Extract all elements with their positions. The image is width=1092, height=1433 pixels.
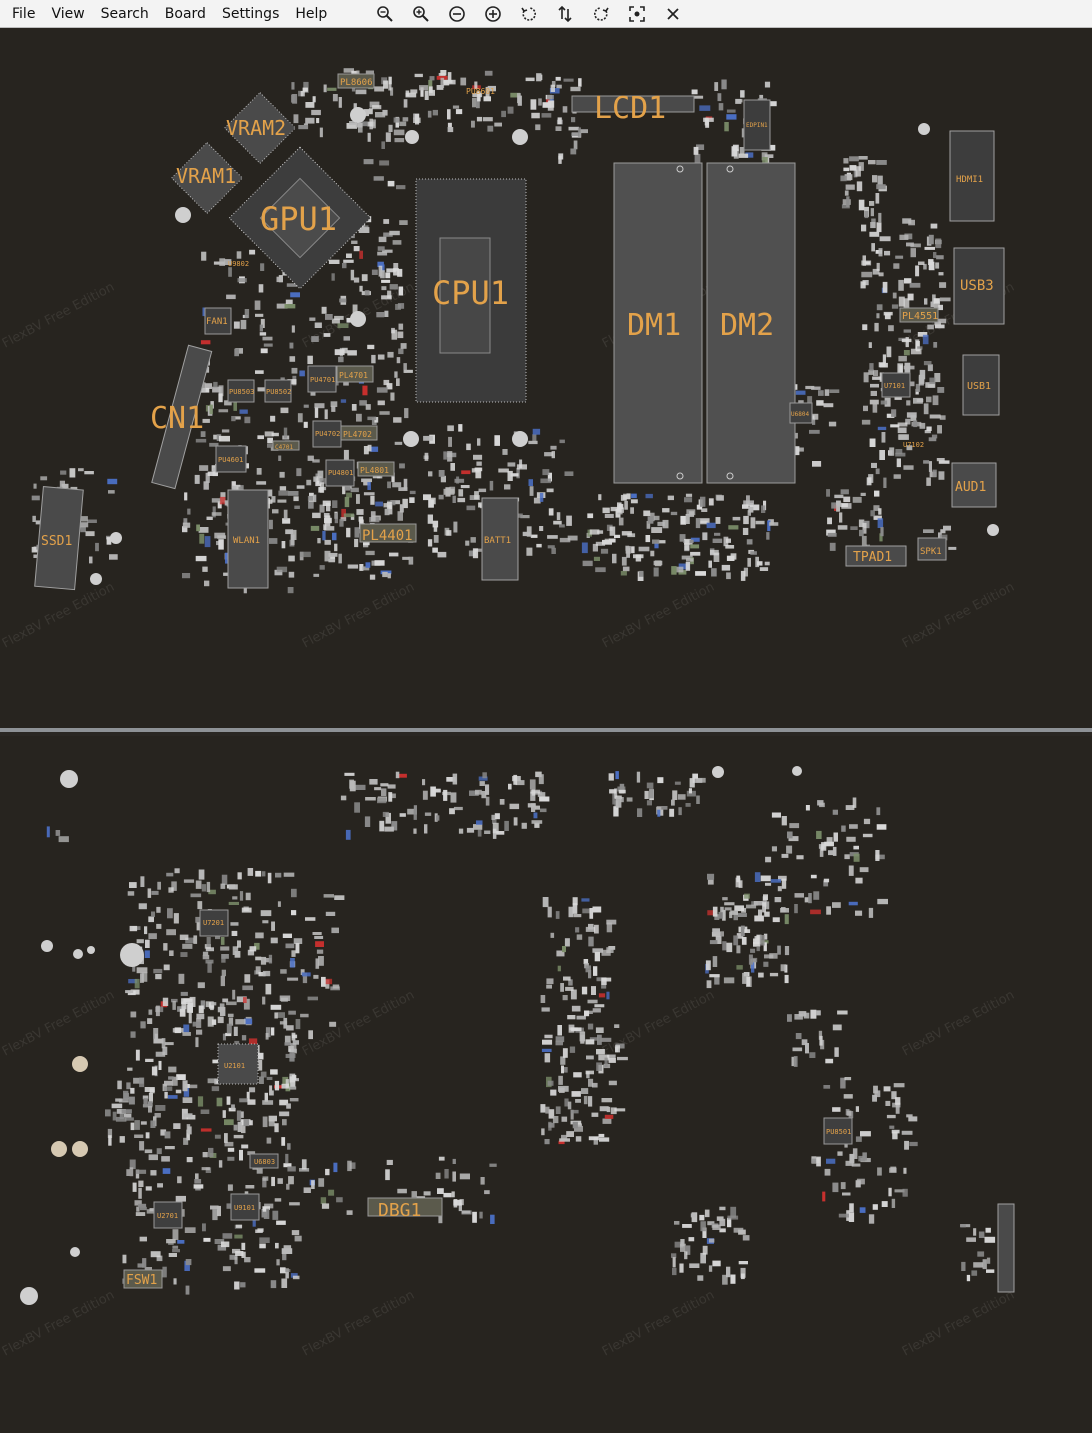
fan1-label: FAN1 [206,317,228,327]
ssd1-slot[interactable] [34,485,84,591]
watermark-text: FlexBV Free Edition [0,1288,117,1360]
dm1-slot[interactable] [613,162,703,484]
pl4701-label: PL4701 [339,371,368,380]
vram1-label: VRAM1 [176,164,236,188]
zoom-out-circle-icon[interactable] [444,2,470,26]
dm2-slot[interactable] [706,162,796,484]
pu8601-label: PU8601 [466,87,495,96]
zoom-out-magnifier-icon[interactable] [372,2,398,26]
spk1-connector[interactable] [917,537,947,561]
dbg1-label: DBG1 [378,1200,421,1221]
watermark-text: FlexBV Free Edition [600,580,717,652]
watermark-text: FlexBV Free Edition [0,580,117,652]
pu4601-label: PU4601 [218,456,243,464]
u6804-label: U6804 [791,411,809,418]
pu8501-label: PU8501 [826,1128,851,1136]
dm1-label: DM1 [627,308,681,343]
pl4551-label: PL4551 [902,311,938,322]
watermark-text: FlexBV Free Edition [300,1288,417,1360]
wlan1-label: WLAN1 [233,536,260,546]
pu4702-label: PU4702 [315,430,340,438]
watermark-text: FlexBV Free Edition [0,988,117,1060]
pu4801-label: PU4801 [328,469,353,477]
u9101-label: U9101 [234,1204,255,1212]
pu4701-label: PU4701 [310,376,335,384]
menu-settings[interactable]: Settings [221,5,280,22]
dbg1-connector[interactable] [367,1197,443,1217]
u7102-label: U7102 [903,441,924,449]
usb3-label: USB3 [960,278,994,294]
u6803-label: U6803 [254,1158,275,1166]
vram2-label: VRAM2 [226,116,286,140]
cn1-label: CN1 [150,401,204,436]
edpin1-label: EDPIN1 [746,122,768,129]
tpad1-connector[interactable] [845,545,907,567]
menu-help[interactable]: Help [295,5,328,22]
aud1-jack[interactable] [951,462,997,508]
close-icon[interactable] [660,2,686,26]
rotate-cw-icon[interactable] [588,2,614,26]
u7201-label: U7201 [203,919,224,927]
menu-file[interactable]: File [12,5,36,22]
pl4702-label: PL4702 [343,430,372,439]
watermark-text: FlexBV Free Edition [0,280,117,352]
cn1-connector[interactable] [151,344,213,490]
cpu1-label: CPU1 [432,274,509,312]
u2101-label: U2101 [224,1062,245,1070]
menu-bar: File View Search Board Settings Help [0,0,1092,28]
menu-view[interactable]: View [51,5,85,22]
hdmi1-label: HDMI1 [956,175,983,185]
tpad1-label: TPAD1 [853,550,892,565]
aud1-label: AUD1 [955,480,986,495]
usb3-port[interactable] [953,247,1005,325]
wlan1-slot[interactable] [227,489,269,589]
batt1-label: BATT1 [484,536,511,546]
gpu1-label: GPU1 [260,200,337,238]
zoom-in-magnifier-icon[interactable] [408,2,434,26]
lcd1-label: LCD1 [594,91,666,126]
vram1-chip[interactable] [170,141,244,215]
usb1-port[interactable] [962,354,1000,416]
u7101-label: U7101 [884,382,905,390]
pl8606-label: PL8606 [340,78,373,88]
batt1-connector[interactable] [481,497,519,581]
usb1-label: USB1 [967,381,991,392]
watermark-text: FlexBV Free Edition [900,580,1017,652]
dm2-label: DM2 [720,308,774,343]
ssd1-label: SSD1 [41,534,72,549]
pl4401-label: PL4401 [362,528,413,544]
pl4401-inductor[interactable] [359,523,417,543]
spk1-label: SPK1 [920,547,942,557]
watermark-text: FlexBV Free Edition [600,1288,717,1360]
hdmi1-port[interactable] [949,130,995,222]
pl4801-label: PL4801 [360,466,389,475]
flip-icon[interactable] [552,2,578,26]
u9802-label: U9802 [228,260,249,268]
pu8503-label: PU8503 [229,388,254,396]
menu-search[interactable]: Search [100,5,149,22]
fsw1-switch[interactable] [123,1269,163,1289]
watermark-text: FlexBV Free Edition [300,580,417,652]
lcd1-connector[interactable] [571,95,695,113]
u2701-label: U2701 [157,1212,178,1220]
menu-board[interactable]: Board [164,5,206,22]
c4701-label: C4701 [275,444,293,451]
fsw1-label: FSW1 [126,1273,157,1288]
pu8502-label: PU8502 [266,388,291,396]
zoom-in-circle-icon[interactable] [480,2,506,26]
rotate-ccw-icon[interactable] [516,2,542,26]
watermark-text: FlexBV Free Edition [900,1288,1017,1360]
fit-screen-icon[interactable] [624,2,650,26]
toolbar [372,0,696,28]
watermark-text: FlexBV Free Edition [900,988,1017,1060]
